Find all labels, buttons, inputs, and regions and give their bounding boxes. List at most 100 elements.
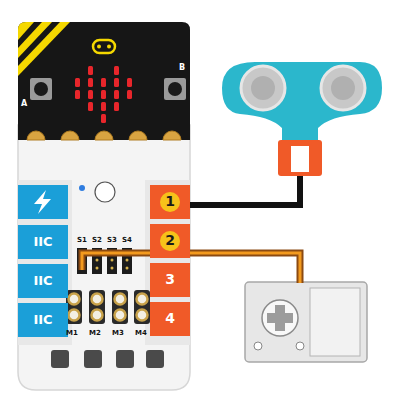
- terminal-block: [66, 290, 82, 324]
- port-label: 3: [165, 272, 175, 287]
- header-pin: [111, 267, 114, 270]
- motor-terminals: [66, 290, 150, 324]
- header-pin: [126, 259, 129, 262]
- power-button: [95, 182, 115, 202]
- corner-stripes: [18, 22, 70, 76]
- led: [88, 90, 93, 99]
- led: [101, 102, 106, 111]
- led: [88, 102, 93, 111]
- transducer-mesh: [331, 76, 355, 100]
- ultrasonic-transducer: [241, 66, 285, 110]
- button-a: [30, 78, 52, 100]
- pin-label: S2: [92, 237, 102, 244]
- led: [114, 90, 119, 99]
- motor-label: M3: [112, 330, 124, 337]
- port-label: 1: [165, 194, 175, 209]
- led: [88, 66, 93, 75]
- servo-body: [310, 288, 360, 356]
- power-port: [18, 185, 68, 219]
- pin-label: S1: [77, 237, 87, 244]
- servo-motor: [245, 282, 367, 362]
- lightning-symbol: [34, 190, 51, 214]
- header-pin: [96, 259, 99, 262]
- microbit-logo: [93, 40, 115, 53]
- motor-label: M1: [66, 330, 78, 337]
- edge-pad: [61, 131, 79, 140]
- terminal-screw: [69, 294, 80, 305]
- servo-hole: [296, 342, 304, 350]
- ultrasonic-sensor: [222, 62, 382, 142]
- port-label: 4: [165, 311, 175, 326]
- terminal-screw: [115, 294, 126, 305]
- port-box-fill: [150, 224, 190, 258]
- port-highlight: [160, 192, 180, 212]
- ultrasonic-transducer: [321, 66, 365, 110]
- terminal-screw: [137, 310, 148, 321]
- servo-hole: [254, 342, 262, 350]
- button-label: A: [21, 100, 27, 108]
- button-a-cap: [34, 82, 48, 96]
- port-highlight: [160, 231, 180, 251]
- port-label: IIC: [33, 235, 52, 249]
- led: [101, 90, 106, 99]
- connector-socket: [291, 146, 309, 172]
- port-box: 4: [150, 302, 190, 336]
- edge-pad: [27, 131, 45, 140]
- power-led: [79, 185, 85, 191]
- port-box-fill: [150, 185, 190, 219]
- servo-spline: [267, 313, 293, 323]
- iic-port-box: IIC: [18, 303, 68, 337]
- port-label: 2: [165, 233, 175, 248]
- header-pin: [126, 267, 129, 270]
- button-label: B: [179, 64, 185, 72]
- terminal-screw: [137, 294, 148, 305]
- servo-cable-core: [82, 253, 300, 283]
- led: [114, 102, 119, 111]
- led: [101, 78, 106, 87]
- port-label: IIC: [33, 274, 52, 288]
- port-box: 3: [150, 263, 190, 297]
- logo-dot: [107, 45, 111, 49]
- iic-port-box: IIC: [18, 225, 68, 259]
- logo-dot: [97, 45, 101, 49]
- bottom-connector: [116, 350, 134, 368]
- iic-port-box: IIC: [18, 264, 68, 298]
- transducer-mesh: [251, 76, 275, 100]
- led-matrix: [75, 66, 132, 123]
- edge-pads: [27, 131, 181, 140]
- motor-label: M2: [89, 330, 101, 337]
- bottom-connector: [84, 350, 102, 368]
- led: [127, 90, 132, 99]
- sensor-connector: [278, 140, 322, 176]
- board-panel: [18, 180, 72, 345]
- led: [75, 78, 80, 87]
- edge-pad: [163, 131, 181, 140]
- led: [88, 78, 93, 87]
- terminal-screw: [92, 310, 103, 321]
- pin-label: S3: [107, 237, 117, 244]
- terminal-screw: [115, 310, 126, 321]
- terminal-block: [112, 290, 128, 324]
- bottom-connectors: [51, 350, 164, 368]
- pin-label: S4: [122, 237, 132, 244]
- terminal-block: [89, 290, 105, 324]
- sensor-cable: [190, 176, 300, 205]
- motor-label: M4: [135, 330, 147, 337]
- edge-pad: [129, 131, 147, 140]
- microbit-board: [18, 22, 190, 140]
- edge-pad: [95, 131, 113, 140]
- led: [127, 78, 132, 87]
- port-box: 2: [150, 224, 190, 258]
- servo-cable: [82, 253, 300, 283]
- port-label: IIC: [33, 313, 52, 327]
- button-b-cap: [168, 82, 182, 96]
- bottom-connector: [51, 350, 69, 368]
- servo-horn: [262, 300, 298, 336]
- led: [101, 114, 106, 123]
- terminal-screw: [92, 294, 103, 305]
- terminal-block: [134, 290, 150, 324]
- led: [114, 66, 119, 75]
- header-pin: [96, 267, 99, 270]
